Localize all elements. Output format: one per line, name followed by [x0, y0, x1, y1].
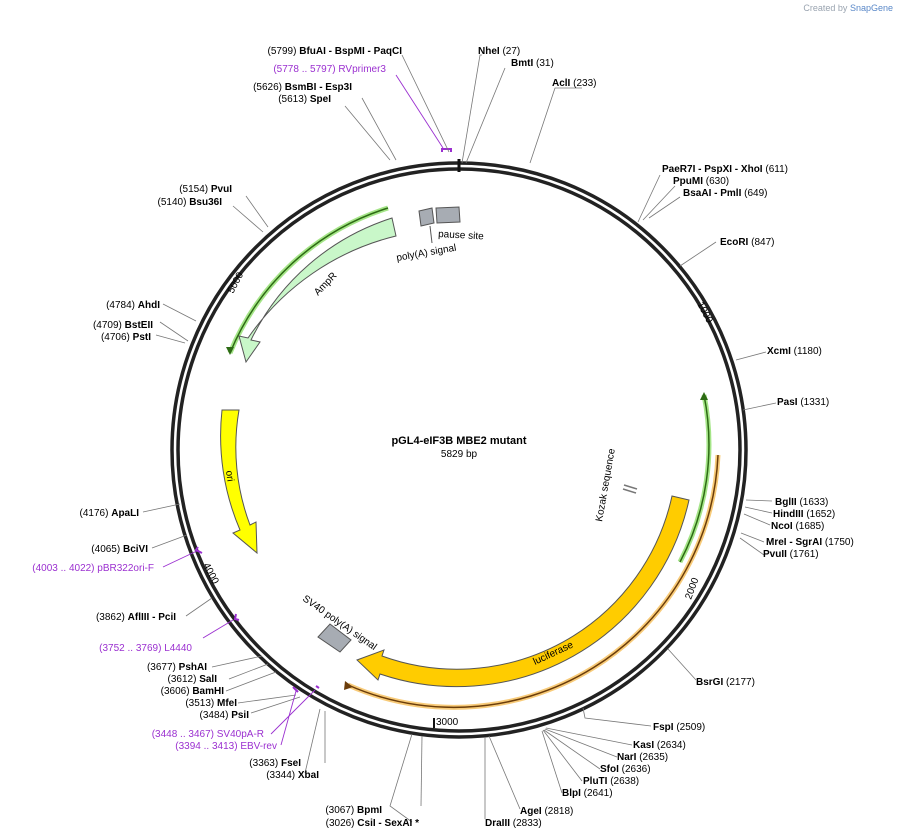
feature-sv40-polya-shape — [317, 623, 352, 653]
site-label: (3067) BpmI — [325, 805, 382, 816]
site-label: (4706) PstI — [101, 332, 151, 343]
site-label: SfoI (2636) — [600, 764, 651, 775]
site-label: (3612) SalI — [168, 674, 218, 685]
feature-ampr-label: AmpR — [312, 270, 339, 298]
site-label: DraIII (2833) — [485, 818, 542, 829]
site-labels: (5799) BfuAI - BspMI - PaqCI (5626) BsmBI… — [32, 46, 854, 829]
site-label: (3344) XbaI — [266, 770, 319, 781]
site-label: BsaAI - PmlI (649) — [683, 188, 767, 199]
feature-kozak[interactable]: Kozak sequence — [594, 447, 638, 523]
primer-label: (3394 .. 3413) EBV-rev — [175, 741, 277, 752]
site-label: PasI (1331) — [777, 397, 829, 408]
primer-mark-rvprimer3 — [441, 148, 452, 152]
site-label: (5613) SpeI — [278, 94, 331, 105]
site-label: FspI (2509) — [653, 722, 705, 733]
feature-polya-signal-shape — [418, 207, 435, 227]
feature-polya-signal-label: poly(A) signal — [396, 243, 458, 264]
feature-pause-site[interactable]: pause site — [429, 206, 485, 244]
site-label: (4065) BciVI — [91, 544, 148, 555]
site-label: HindIII (1652) — [773, 509, 835, 520]
primer-marks — [194, 148, 452, 693]
site-label: BglII (1633) — [775, 497, 828, 508]
site-label: (4784) AhdI — [106, 300, 160, 311]
site-label: (3026) CsiI - SexAI * — [326, 818, 419, 829]
feature-kozak-mark-1 — [623, 484, 638, 490]
luciferase-direction-arrow — [344, 681, 353, 690]
feature-ori-shape — [220, 409, 258, 555]
primer-mark-pbr322ori — [194, 546, 203, 554]
tick-label-3000: 3000 — [436, 717, 459, 728]
feature-luciferase[interactable]: luciferase — [356, 495, 690, 688]
feature-ampr-shape — [238, 217, 397, 364]
primer-leader-lines — [162, 74, 444, 746]
site-label: AgeI (2818) — [520, 806, 573, 817]
site-label: (5154) PvuI — [179, 184, 232, 195]
site-label: NarI (2635) — [617, 752, 668, 763]
site-label: (5140) Bsu36I — [158, 197, 223, 208]
ampr-direction-line — [229, 207, 389, 354]
site-label: (3513) MfeI — [185, 698, 237, 709]
site-leader-lines — [142, 54, 777, 823]
feature-ori-label: ori — [223, 470, 235, 483]
site-label: KasI (2634) — [633, 740, 686, 751]
primer-label: (3448 .. 3467) SV40pA-R — [152, 729, 264, 740]
site-label: (4709) BstEII — [93, 320, 153, 331]
site-label: (3363) FseI — [249, 758, 301, 769]
primer-mark-ebv-rev — [292, 686, 299, 693]
kozak-direction-line — [679, 394, 710, 563]
primer-label: (3752 .. 3769) L4440 — [99, 643, 192, 654]
primer-mark-sv40pa-r — [315, 685, 320, 689]
feature-pause-site-shape — [435, 206, 461, 224]
site-label: NheI (27) — [478, 46, 520, 57]
kozak-direction-arrow — [700, 392, 708, 400]
site-label: NcoI (1685) — [771, 521, 824, 532]
plasmid-name: pGL4-eIF3B MBE2 mutant — [391, 435, 526, 447]
credit-brand: SnapGene — [849, 3, 893, 13]
primer-label: (4003 .. 4022) pBR322ori-F — [32, 563, 154, 574]
site-label: PaeR7I - PspXI - XhoI (611) — [662, 164, 788, 175]
primer-label: (5778 .. 5797) RVprimer3 — [273, 64, 386, 75]
site-label: BsrGI (2177) — [696, 677, 755, 688]
tick-label-1000: 1000 — [694, 300, 714, 325]
site-label: (3484) PsiI — [200, 710, 250, 721]
tick-label-5000: 5000 — [226, 270, 246, 295]
site-label: PluTI (2638) — [583, 776, 639, 787]
kozak-highlight-arc — [677, 394, 712, 564]
site-label: XcmI (1180) — [767, 346, 822, 357]
site-label: (5799) BfuAI - BspMI - PaqCI — [268, 46, 403, 57]
site-label: (5626) BsmBI - Esp3I — [253, 82, 352, 93]
site-label: EcoRI (847) — [720, 237, 774, 248]
luciferase-direction-line — [347, 454, 719, 709]
primer-mark-l4440 — [233, 613, 240, 621]
pause-site-leader — [429, 225, 433, 244]
feature-kozak-label: Kozak sequence — [594, 447, 618, 522]
site-label: (3862) AflIII - PciI — [96, 612, 176, 623]
feature-kozak-mark-2 — [622, 488, 637, 494]
site-label: (4176) ApaLI — [80, 508, 140, 519]
site-label: BmtI (31) — [511, 58, 554, 69]
site-label: (3606) BamHI — [161, 686, 225, 697]
snapgene-credit: Created by SnapGene — [803, 3, 893, 13]
site-label: BlpI (2641) — [562, 788, 613, 799]
feature-sv40-polya[interactable]: SV40 poly(A) signal — [300, 593, 378, 652]
credit-prefix: Created by — [803, 3, 848, 13]
ampr-direction-arrow — [226, 347, 234, 355]
feature-pause-site-label: pause site — [438, 229, 485, 242]
feature-ori[interactable]: ori — [220, 409, 258, 555]
plasmid-size: 5829 bp — [441, 449, 478, 460]
site-label: PpuMI (630) — [673, 176, 729, 187]
site-label: (3677) PshAI — [147, 662, 207, 673]
site-label: PvuII (1761) — [763, 549, 819, 560]
feature-luciferase-shape — [356, 495, 690, 688]
site-label: AclI (233) — [552, 78, 596, 89]
site-label: MreI - SgrAI (1750) — [766, 537, 854, 548]
